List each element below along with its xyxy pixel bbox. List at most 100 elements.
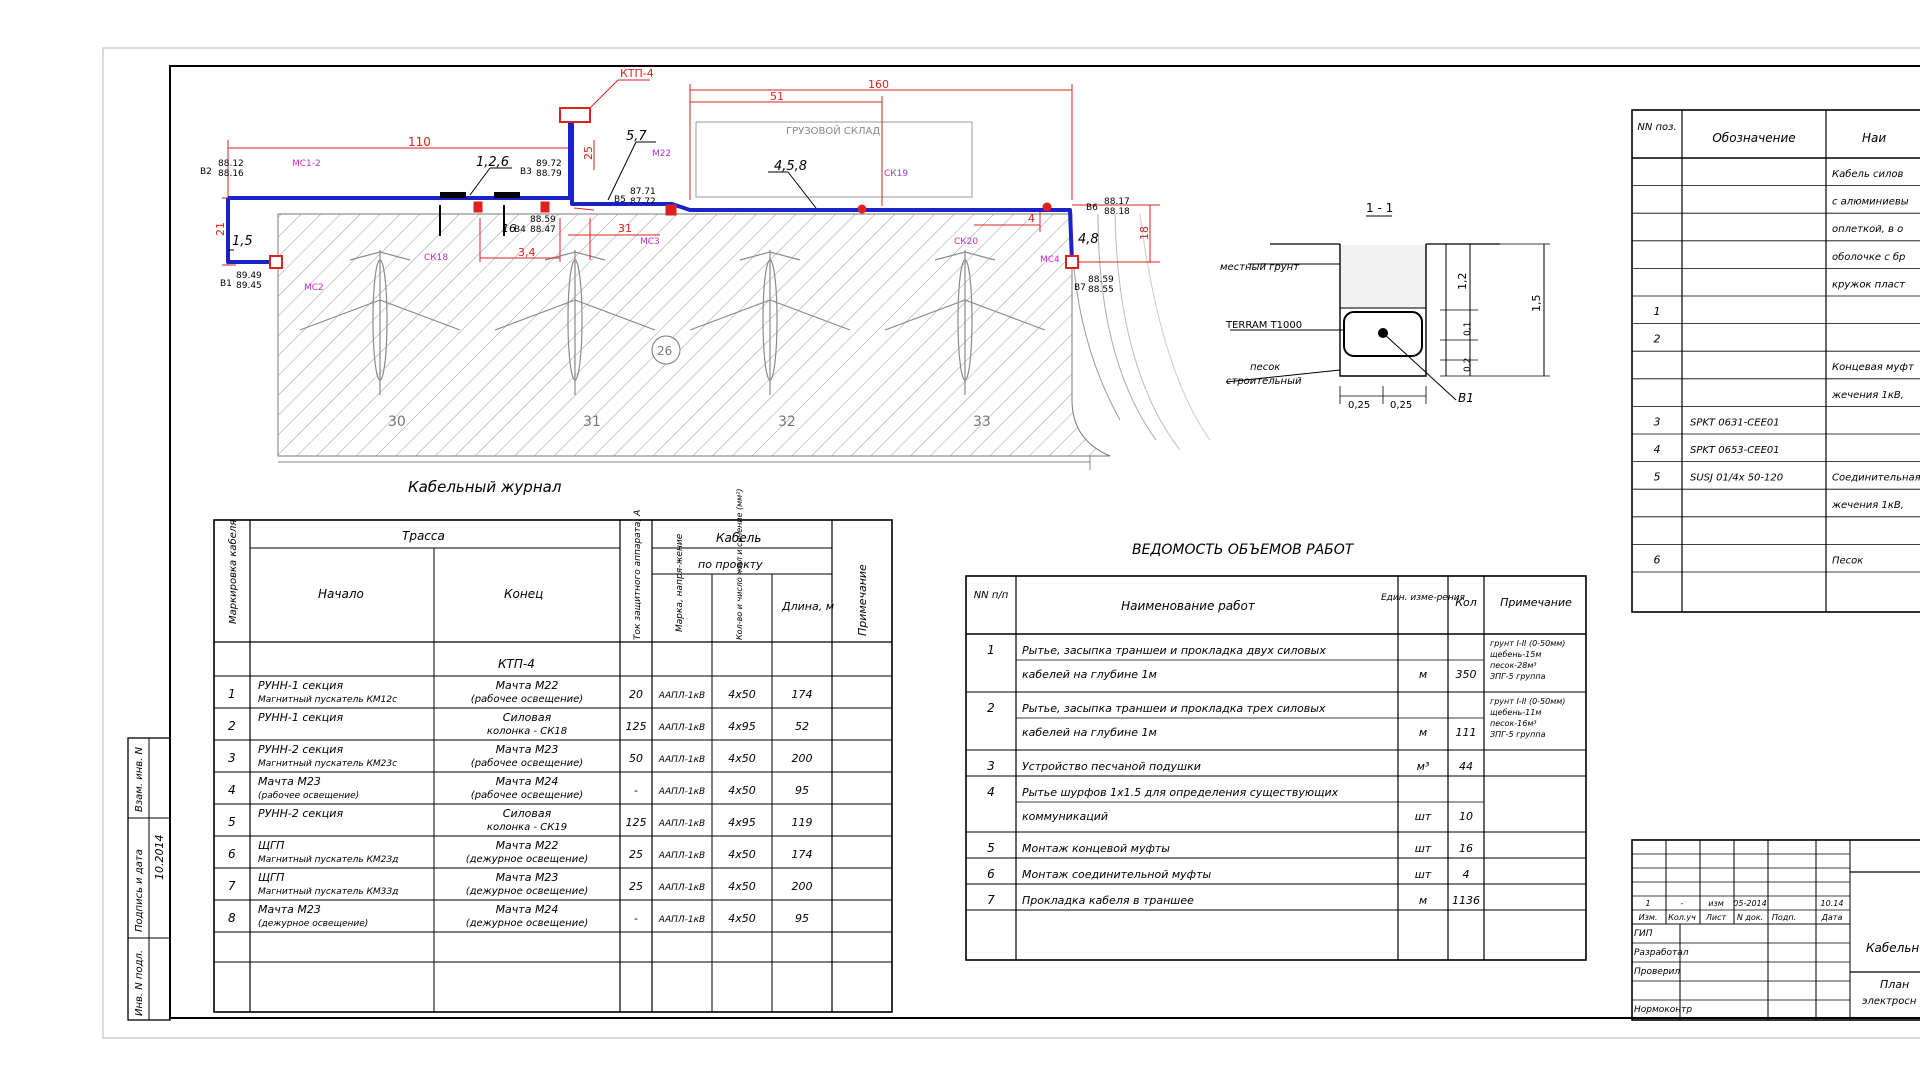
cj-row-cores: 4х95 bbox=[728, 720, 756, 733]
stamp-role: Разработал bbox=[1634, 948, 1689, 958]
spec-row-name: Соединительная м bbox=[1832, 473, 1920, 484]
cj-row-number: 5 bbox=[228, 815, 236, 829]
cj-col-cable: Кабель bbox=[716, 531, 761, 545]
ktp-4-substation bbox=[559, 107, 591, 123]
spec-row-designation: SPKT 0653-CEE01 bbox=[1690, 445, 1780, 456]
section-dim-0-2: 0,2 bbox=[1463, 358, 1473, 372]
cj-row-end-1: Мачта М24 bbox=[496, 775, 559, 788]
mark-mc1: МС1-2 bbox=[292, 159, 321, 169]
cj-col-route: Трасса bbox=[402, 529, 445, 543]
stamp-rev-cell: изм bbox=[1708, 899, 1724, 908]
cj-row-start-2: Магнитный пускатель КМ12с bbox=[258, 695, 397, 705]
stand-circle-number: 26 bbox=[657, 344, 672, 358]
works-row-qty: 10 bbox=[1459, 810, 1473, 823]
cj-row-end-2: (рабочее освещение) bbox=[471, 757, 583, 769]
works-title: ВЕДОМОСТЬ ОБЪЕМОВ РАБОТ bbox=[1132, 542, 1355, 558]
cj-row-end-2: (рабочее освещение) bbox=[471, 789, 583, 801]
cj-row-start-2: Магнитный пускатель КМ3Зд bbox=[258, 887, 398, 897]
cj-row-current: 25 bbox=[629, 848, 643, 861]
stamp-rev-cell: 05-2014 bbox=[1733, 899, 1766, 908]
stamp-frame bbox=[1631, 839, 1920, 1021]
mark-mc3: МС3 bbox=[640, 237, 660, 247]
spec-row-number: 6 bbox=[1654, 553, 1661, 566]
cable-route bbox=[226, 120, 1074, 264]
side-stamp: Взам. инв. N Подпись и дата 10.2014 Инв.… bbox=[127, 737, 171, 1021]
cj-group-ktp4: КТП-4 bbox=[498, 657, 535, 671]
site-plan: 30 31 32 33 26 ГРУЗОВОЙ СКЛАД bbox=[200, 67, 1211, 496]
cj-row-cores: 4х50 bbox=[728, 784, 756, 797]
cj-row-current: 20 bbox=[629, 688, 643, 701]
works-row-qty: 4 bbox=[1463, 868, 1470, 881]
stand-number-31: 31 bbox=[583, 414, 601, 430]
spec-row-number: 4 bbox=[1654, 443, 1661, 456]
cj-row-current: 125 bbox=[626, 816, 647, 829]
level-14: 88.55 bbox=[1088, 285, 1114, 295]
works-row-unit: м bbox=[1419, 726, 1427, 739]
stamp-title-3: электросн bbox=[1862, 996, 1917, 1007]
ktp-4-label: КТП-4 bbox=[620, 67, 654, 80]
cj-col-mark: Маркировка кабеля bbox=[227, 520, 239, 624]
cj-col-cores: Кол-во и число жил и сечение (мм²) bbox=[735, 488, 744, 640]
mark-sk20: СК20 bbox=[954, 237, 978, 247]
side-stamp-inv2: Взам. инв. N bbox=[134, 747, 145, 812]
section-sand-2: строительный bbox=[1226, 376, 1302, 387]
works-row-number: 4 bbox=[987, 785, 995, 799]
cj-row-start-1: Мачта М23 bbox=[258, 775, 321, 788]
stamp-head-cell: Лист bbox=[1705, 913, 1727, 922]
level-13: 88.59 bbox=[1088, 275, 1114, 285]
cj-row-end-1: Силовая bbox=[503, 807, 552, 820]
point-b3: В3 bbox=[520, 167, 532, 177]
stamp-role: Нормоконтр bbox=[1634, 1005, 1692, 1015]
cj-row-start-1: ЩГП bbox=[258, 839, 284, 852]
works-row-note: песок-16м³ bbox=[1490, 719, 1537, 728]
works-col-unit: Един. изме-рения bbox=[1381, 593, 1466, 603]
works-row-unit: шт bbox=[1415, 842, 1432, 855]
dim-18: 18 bbox=[1138, 226, 1151, 240]
works-row-note: щебень-15м bbox=[1490, 650, 1541, 659]
level-5: 89.72 bbox=[536, 159, 562, 169]
cj-row-brand: ААПЛ-1кВ bbox=[658, 787, 705, 797]
cj-row-current: 50 bbox=[629, 752, 643, 765]
side-stamp-sign: Подпись и дата bbox=[134, 849, 145, 932]
works-row-name-1: Рытье, засыпка траншеи и прокладка двух … bbox=[1022, 644, 1326, 657]
works-row-name-1: Монтаж концевой муфты bbox=[1022, 842, 1170, 855]
mast-markers bbox=[269, 201, 1079, 269]
works-col-n: NN п/п bbox=[974, 590, 1009, 601]
works-row-number: 1 bbox=[987, 643, 995, 657]
spec-row-designation: SUSJ 01/4х 50-120 bbox=[1690, 473, 1783, 484]
cj-row-start-2: Магнитный пускатель КМ23с bbox=[258, 759, 397, 769]
works-row-name-2: кабелей на глубине 1м bbox=[1022, 668, 1157, 681]
cj-row-number: 3 bbox=[228, 751, 236, 765]
cj-row-length: 95 bbox=[795, 912, 809, 925]
section-dim-0-25-b: 0,25 bbox=[1390, 400, 1412, 411]
cj-row-cores: 4х95 bbox=[728, 816, 756, 829]
sand-bed bbox=[1339, 307, 1427, 377]
works-row-unit: шт bbox=[1415, 868, 1432, 881]
level-8: 88.47 bbox=[530, 225, 556, 235]
label-1-5: 1,5 bbox=[232, 234, 253, 249]
section-dim-0-25-a: 0,25 bbox=[1348, 400, 1370, 411]
point-b6: В6 bbox=[1086, 203, 1098, 213]
cj-row-end-2: (дежурное освещение) bbox=[466, 854, 589, 865]
cj-row-number: 4 bbox=[228, 783, 236, 797]
cj-row-length: 174 bbox=[792, 848, 813, 861]
cj-row-end-1: Мачта М23 bbox=[496, 743, 559, 756]
mark-mc2: МС2 bbox=[304, 283, 324, 293]
spec-row-number: 2 bbox=[1654, 333, 1661, 346]
cj-row-start-1: ЩГП bbox=[258, 871, 284, 884]
cj-row-cores: 4х50 bbox=[728, 848, 756, 861]
stamp-title-2: План bbox=[1880, 978, 1909, 991]
cj-row-number: 8 bbox=[228, 911, 236, 925]
cj-row-brand: ААПЛ-1кВ bbox=[658, 755, 705, 765]
works-row-number: 3 bbox=[987, 759, 995, 773]
cj-row-start-2: Магнитный пускатель КМ2Зд bbox=[258, 855, 398, 865]
cj-row-number: 6 bbox=[228, 847, 236, 861]
cj-row-length: 119 bbox=[792, 816, 813, 829]
point-b1: В1 bbox=[220, 279, 232, 289]
leader-lines bbox=[228, 141, 817, 251]
cj-row-start-1: Мачта М23 bbox=[258, 903, 321, 916]
aircraft-stand-32 bbox=[689, 250, 851, 395]
cj-col-project: по проекту bbox=[698, 558, 763, 571]
level-9: 87.71 bbox=[630, 187, 656, 197]
